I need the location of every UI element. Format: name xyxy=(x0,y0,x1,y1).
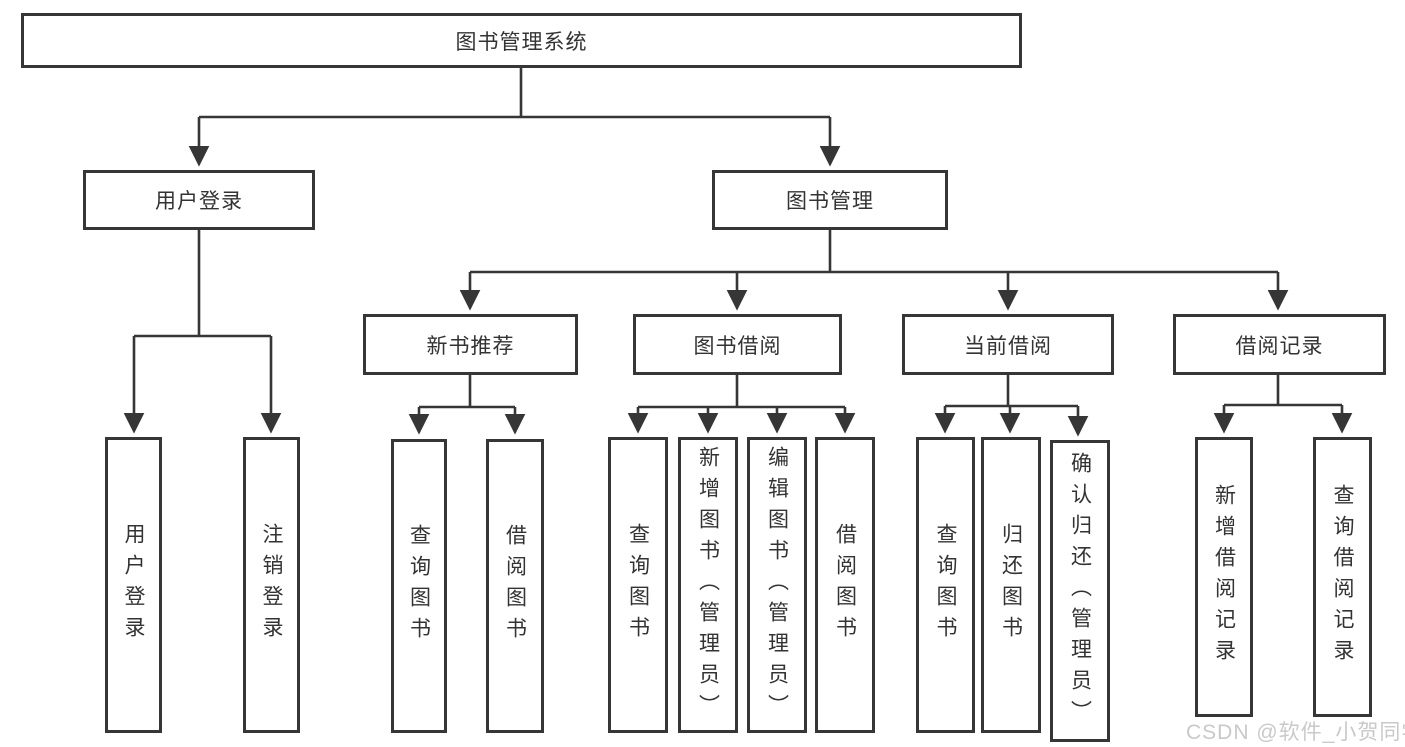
leaf-query-books-current: 查询图书 xyxy=(916,437,975,733)
leaf-return-books: 归还图书 xyxy=(981,437,1041,733)
leaf-query-borrow-record: 查询借阅记录 xyxy=(1313,437,1372,717)
node-root: 图书管理系统 xyxy=(21,13,1022,68)
leaf-add-book-admin: 新增图书（管理员） xyxy=(678,437,738,733)
node-book-borrowing: 图书借阅 xyxy=(633,314,842,375)
leaf-logout: 注销登录 xyxy=(243,437,300,733)
leaf-query-books-recommend: 查询图书 xyxy=(391,439,447,733)
leaf-borrow-books-borrowing: 借阅图书 xyxy=(815,437,875,733)
leaf-query-books-current-label: 查询图书 xyxy=(934,523,957,647)
node-current-borrowing: 当前借阅 xyxy=(902,314,1114,375)
node-book-management-label: 图书管理 xyxy=(786,190,874,213)
leaf-add-borrow-record-label: 新增借阅记录 xyxy=(1212,484,1236,670)
node-new-book-recommend: 新书推荐 xyxy=(363,314,578,375)
leaf-confirm-return-admin: 确认归还（管理员） xyxy=(1050,440,1110,742)
node-user-login-label: 用户登录 xyxy=(155,190,243,213)
leaf-borrow-books-borrowing-label: 借阅图书 xyxy=(833,523,857,647)
leaf-query-books-borrowing-label: 查询图书 xyxy=(626,523,650,647)
leaf-confirm-return-admin-label: 确认归还（管理员） xyxy=(1068,451,1092,731)
node-current-borrowing-label: 当前借阅 xyxy=(964,334,1052,358)
leaf-query-borrow-record-label: 查询借阅记录 xyxy=(1331,484,1354,670)
node-borrowing-records-label: 借阅记录 xyxy=(1235,334,1324,358)
node-new-book-recommend-label: 新书推荐 xyxy=(426,334,515,358)
node-root-label: 图书管理系统 xyxy=(455,30,588,54)
leaf-logout-label: 注销登录 xyxy=(260,523,283,647)
leaf-query-books-recommend-label: 查询图书 xyxy=(407,524,431,648)
leaf-user-login-label: 用户登录 xyxy=(122,523,145,647)
node-book-borrowing-label: 图书借阅 xyxy=(693,334,782,358)
node-book-management: 图书管理 xyxy=(712,170,948,230)
leaf-add-borrow-record: 新增借阅记录 xyxy=(1195,437,1253,717)
leaf-user-login: 用户登录 xyxy=(105,437,162,733)
leaf-edit-book-admin: 编辑图书（管理员） xyxy=(747,437,807,733)
leaf-borrow-books-recommend: 借阅图书 xyxy=(486,439,544,733)
csdn-watermark: CSDN @软件_小贺同学 xyxy=(1186,721,1405,744)
leaf-edit-book-admin-label: 编辑图书（管理员） xyxy=(765,445,789,725)
leaf-return-books-label: 归还图书 xyxy=(999,523,1023,647)
leaf-add-book-admin-label: 新增图书（管理员） xyxy=(696,445,720,725)
node-user-login: 用户登录 xyxy=(83,170,315,230)
node-borrowing-records: 借阅记录 xyxy=(1173,314,1386,375)
leaf-query-books-borrowing: 查询图书 xyxy=(608,437,668,733)
leaf-borrow-books-recommend-label: 借阅图书 xyxy=(503,524,527,648)
